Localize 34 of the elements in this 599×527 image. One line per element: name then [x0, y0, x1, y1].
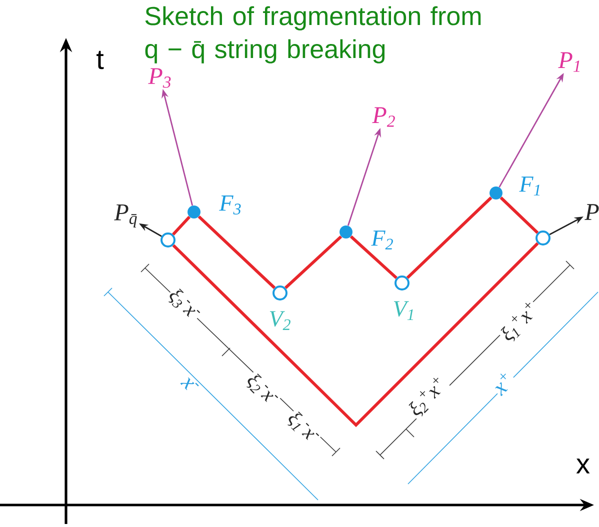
momentum-label: P$_{q̄}$ [114, 204, 137, 228]
vertex-circle [394, 276, 410, 290]
dimension-label: ξ$_{2}$$^{-}$x$^{-}$ [242, 370, 282, 410]
dimension-label: ξ$_{1}$$^{-}$x$^{-}$ [282, 408, 324, 448]
vertex-label: F$_{1}$ [519, 176, 540, 196]
vertex-circle [160, 232, 176, 248]
axis-label: x [576, 458, 590, 474]
string-segment [172, 242, 539, 428]
dimension-label: ξ$_{3}$$^{-}$x$^{-}$ [164, 284, 204, 326]
string-segment [406, 196, 492, 279]
title: Sketch of fragmentation from q − q̄ string breaking [145, 6, 481, 64]
dimension-label: x$^{+}$ [488, 368, 518, 398]
momentum-label: P$_{3}$ [148, 68, 171, 88]
vertex-label: F$_{2}$ [371, 230, 393, 250]
vertex-dot [340, 226, 352, 238]
vertex-label: F$_{3}$ [219, 196, 241, 214]
momentum-label: P [584, 204, 599, 220]
string-segment [500, 196, 539, 234]
dimension-label: x$^{-}$ [179, 374, 201, 396]
string-segment [198, 216, 276, 289]
momentum-label: P$_{2}$ [372, 107, 395, 127]
vertex-label: V$_{2}$ [270, 311, 290, 330]
vertex-circle [272, 286, 288, 300]
vertex-dot [188, 206, 200, 218]
dimension-label: ξ$_{2}$$^{+}$x$^{+}$ [404, 373, 452, 421]
momentum-label: P$_{1}$ [558, 52, 580, 72]
vertex-label: V$_{1}$ [394, 301, 414, 320]
axis-label: t [96, 50, 104, 70]
string-segment [350, 235, 398, 280]
vertex-dot [490, 186, 502, 200]
dimension-label: ξ$_{1}$$^{+}$x$^{+}$ [496, 298, 544, 346]
vertex-circle [536, 230, 550, 246]
string-segment [172, 216, 191, 236]
string-segment [284, 235, 342, 290]
